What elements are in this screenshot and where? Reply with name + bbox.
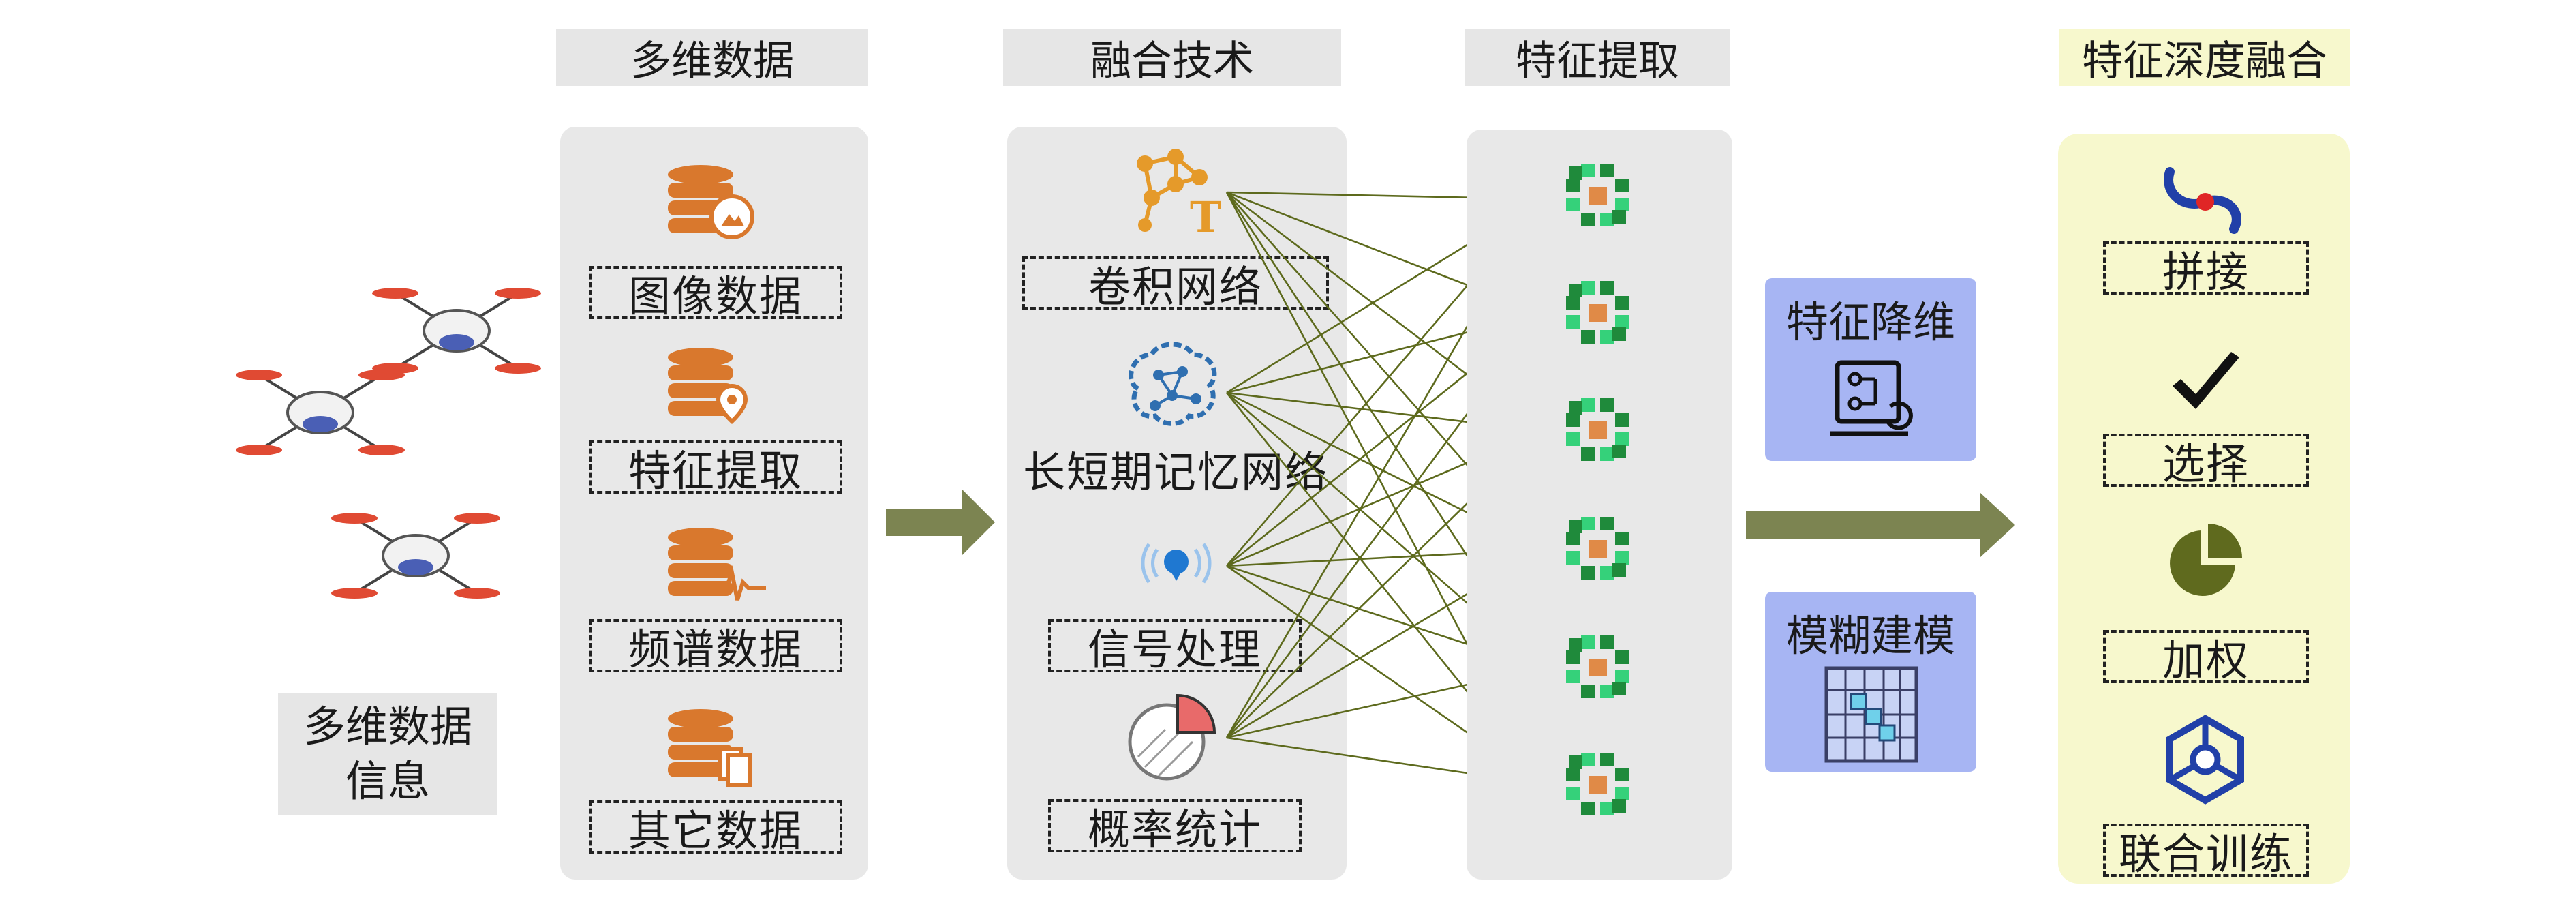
item-weighting: 加权 <box>2103 630 2309 685</box>
feature-node-icon <box>1566 398 1629 461</box>
header-multi-data: 多维数据 <box>556 29 868 86</box>
checkmark-icon <box>2173 352 2239 409</box>
drone-icon <box>331 513 500 599</box>
box-fuzzy-modeling[interactable]: 模糊建模 <box>1765 592 1976 772</box>
feature-node-icon <box>1566 164 1629 226</box>
info-line-1: 多维数据 <box>303 702 472 751</box>
info-line-2: 信息 <box>345 756 430 806</box>
item-feature-extraction: 特征提取 <box>589 440 842 496</box>
item-splice: 拼接 <box>2103 241 2309 297</box>
feature-node-icon <box>1566 517 1629 580</box>
box-dimension-reduction[interactable]: 特征降维 <box>1765 278 1976 461</box>
box-fuzzy-modeling-label: 模糊建模 <box>1785 611 1955 661</box>
drone-icon <box>372 288 541 374</box>
drone-icon <box>236 370 405 455</box>
joint-hexagon-icon <box>2166 715 2244 805</box>
multi-data-info-box: 多维数据 信息 <box>278 693 497 815</box>
item-cnn: 卷积网络 <box>1022 256 1329 312</box>
item-probability-statistics: 概率统计 <box>1048 799 1302 854</box>
item-image-data: 图像数据 <box>589 266 842 321</box>
item-other-data: 其它数据 <box>589 800 842 856</box>
feature-node-icon <box>1566 281 1629 344</box>
database-location-icon <box>668 348 748 425</box>
flow-arrow-icon <box>886 490 995 555</box>
pie-icon <box>2170 524 2242 596</box>
database-image-icon <box>668 165 754 239</box>
item-select: 选择 <box>2103 434 2309 489</box>
database-documents-icon <box>668 709 752 787</box>
feature-node-icon <box>1566 753 1629 815</box>
item-joint-training: 联合训练 <box>2103 824 2309 879</box>
pie-chart-icon <box>1128 693 1216 781</box>
box-dimension-reduction-label: 特征降维 <box>1785 297 1955 347</box>
fuzzy-grid-icon <box>1824 666 1918 763</box>
svg-text:T: T <box>1190 192 1221 242</box>
header-deep-fusion: 特征深度融合 <box>2059 29 2350 86</box>
dimension-reduction-icon <box>1830 360 1913 436</box>
network-graph-icon: T <box>1137 149 1221 242</box>
feature-node-icon <box>1566 635 1629 698</box>
panel-feature-extraction <box>1467 130 1732 880</box>
item-signal-processing: 信号处理 <box>1048 619 1302 674</box>
item-spectrum-data: 频谱数据 <box>589 619 842 674</box>
database-waveform-icon <box>668 528 766 601</box>
header-feature-extraction: 特征提取 <box>1465 29 1730 86</box>
brain-network-icon <box>1129 342 1217 426</box>
header-fusion-tech: 融合技术 <box>1003 29 1341 86</box>
flow-arrow-icon <box>1746 492 2015 558</box>
splice-icon <box>2164 167 2241 234</box>
signal-broadcast-icon <box>1141 543 1212 584</box>
